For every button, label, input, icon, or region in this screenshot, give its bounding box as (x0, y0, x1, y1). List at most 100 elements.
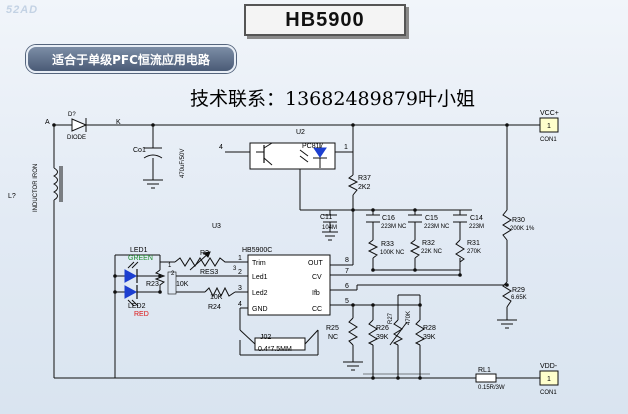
resistor-r37 (347, 174, 359, 196)
u3-pinnum-3: 3 (238, 285, 242, 292)
rl1-ref: RL1 (478, 367, 491, 374)
r32-value: 22K NC (421, 249, 443, 255)
resistor-r28 (414, 319, 426, 346)
r28-ref: R28 (423, 325, 436, 332)
u3-pinnum-5: 5 (345, 298, 349, 305)
r30-ref: R30 (512, 217, 525, 224)
c14-value: 223M (469, 224, 484, 230)
subtitle-badge: 适合于单级PFC恒流应用电路 (26, 45, 236, 73)
u3-pinnum-4: 4 (238, 301, 242, 308)
capacitor-c16 (366, 214, 380, 225)
r26-value: 39K (376, 334, 389, 341)
rtrim-value: RES3 (200, 269, 218, 276)
u3-pin-cc: CC (312, 306, 322, 313)
inductor-ref: L? (8, 193, 16, 200)
r33-ref: R33 (381, 241, 394, 248)
connector-vdd (539, 370, 559, 386)
capacitor-c14 (453, 214, 467, 225)
ground-r29 (497, 319, 517, 329)
u3-pin-trim: Trim (252, 260, 266, 267)
c15-ref: C15 (425, 215, 438, 222)
r27-value: 470K (406, 311, 412, 325)
capacitor-c11 (322, 214, 338, 241)
c14-ref: C14 (470, 215, 483, 222)
u2-pin4: 4 (219, 144, 223, 151)
u3-pinnum-7: 7 (345, 268, 349, 275)
r30-value: 200K 1% (510, 226, 535, 232)
u3-pin-led1: Led1 (252, 274, 268, 281)
r33-value: 100K NC (380, 250, 405, 256)
resistor-r27 (392, 319, 404, 346)
c11-ref: C11 (320, 214, 332, 221)
r25-value: NC (328, 334, 338, 341)
wire-network (53, 124, 540, 379)
r25-ref: R25 (326, 325, 339, 332)
c16-ref: C16 (382, 215, 395, 222)
ground-r25 (343, 358, 363, 371)
optocoupler-u2 (249, 142, 336, 170)
capacitor-c15 (408, 214, 422, 225)
rl1-value: 0.15R/3W (478, 385, 505, 391)
resistor-rl1 (475, 373, 497, 383)
ic-u3 (247, 254, 338, 316)
u3-part: HB5900C (242, 247, 272, 254)
vcc-pin: 1 (547, 123, 551, 130)
r37-ref: R37 (358, 175, 371, 182)
r29-ref: R29 (512, 287, 525, 294)
led2-color: RED (134, 311, 149, 318)
rect-r23-pad (167, 271, 177, 295)
r26-ref: R26 (376, 325, 389, 332)
node-k-label: K (116, 119, 121, 126)
connector-vcc (539, 117, 559, 133)
r32-ref: R32 (422, 240, 435, 247)
resistor-r30 (502, 209, 512, 241)
watermark-text: 52AD (6, 4, 39, 16)
pin-small-3: 3 (233, 266, 237, 272)
vcc-con-name: CON1 (540, 137, 557, 143)
r23-value: 10K (176, 281, 189, 288)
c16-value: 223M NC (381, 224, 407, 230)
resistor-r23 (154, 269, 166, 292)
schematic-labels: A K D? DIODE L? INDUCTOR IRON Co1 470uF/… (8, 110, 559, 396)
vdd-con-name: CON1 (540, 390, 557, 396)
diode-d (71, 118, 94, 132)
u3-pinnum-2: 2 (238, 269, 242, 276)
u3-pin-cv: CV (312, 274, 322, 281)
r27-trim-arrow (389, 321, 408, 346)
r31-value: 270K (467, 249, 481, 255)
resistor-r32 (409, 239, 421, 259)
r23-ref: R23 (146, 281, 159, 288)
r31-ref: R31 (467, 240, 480, 247)
j02-ref: J02 (260, 334, 271, 341)
diode-value: DIODE (67, 135, 86, 141)
r28-value: 39K (423, 334, 436, 341)
u3-pin-out: OUT (308, 260, 324, 267)
r29-value: 6.65K (511, 295, 527, 301)
resistor-trim (160, 251, 230, 271)
c11-value: 104M (322, 225, 337, 231)
led1-color: GREEN (128, 255, 153, 262)
resistor-r25 (348, 317, 359, 346)
rtrim-ref: R? (200, 250, 209, 257)
inductor-l (52, 166, 63, 202)
resistor-r33 (367, 239, 379, 259)
led2-ref: LED2 (128, 303, 146, 310)
r24-value: 10K (210, 294, 223, 301)
u2-pin1: 1 (344, 144, 348, 151)
u3-pinnum-6: 6 (345, 283, 349, 290)
diode-ref: D? (68, 112, 76, 118)
resistor-r24 (204, 286, 236, 298)
j02-value: 0.4*7.5MM (258, 346, 292, 353)
junction-dots (52, 123, 509, 380)
capacitor-co1 (143, 147, 163, 189)
r27-ref: R27 (388, 312, 394, 324)
vcc-net: VCC+ (540, 110, 559, 117)
u2-value: PC817 (302, 143, 324, 150)
led1-ref: LED1 (130, 247, 148, 254)
r24-ref: R24 (208, 304, 221, 311)
co1-value: 470uF/50V (180, 149, 186, 178)
resistor-r29 (502, 281, 512, 308)
vdd-net: VDD- (540, 363, 558, 370)
jumper-j02 (239, 329, 319, 351)
